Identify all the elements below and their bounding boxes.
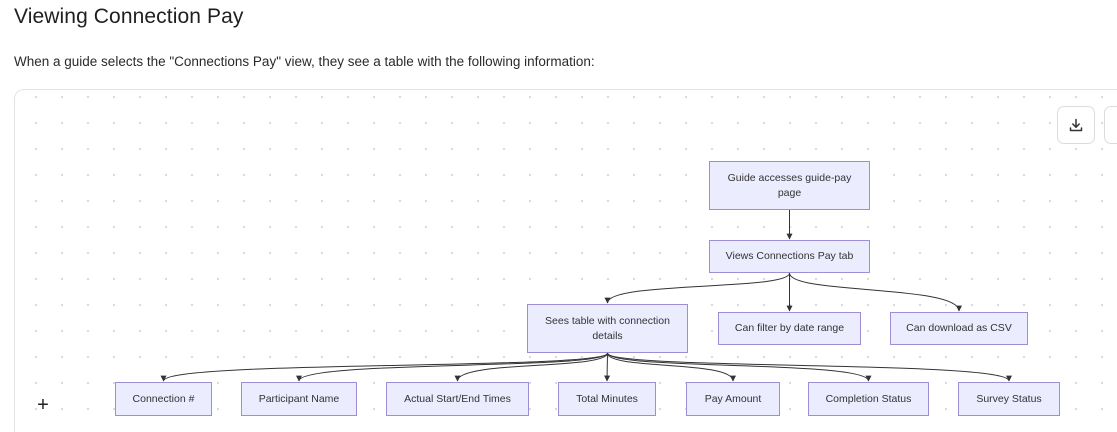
zoom-in-button[interactable]: + [37, 393, 49, 416]
node-participant-name[interactable]: Participant Name [241, 382, 357, 416]
download-button[interactable] [1057, 106, 1095, 144]
node-filter-by-date[interactable]: Can filter by date range [718, 312, 861, 345]
node-views-connections-pay-tab[interactable]: Views Connections Pay tab [709, 240, 870, 273]
node-download-csv[interactable]: Can download as CSV [890, 312, 1028, 345]
node-sees-table[interactable]: Sees table with connection details [527, 304, 688, 353]
page-title: Viewing Connection Pay [14, 5, 244, 28]
zoom-out-button[interactable]: − [28, 420, 58, 432]
node-total-minutes[interactable]: Total Minutes [558, 382, 656, 416]
download-icon [1068, 117, 1084, 133]
intro-text: When a guide selects the "Connections Pa… [14, 54, 595, 69]
node-pay-amount[interactable]: Pay Amount [686, 382, 780, 416]
node-actual-start-end-times[interactable]: Actual Start/End Times [386, 382, 529, 416]
diagram-canvas[interactable] [14, 89, 1117, 432]
secondary-toolbar-button[interactable] [1104, 106, 1117, 144]
node-survey-status[interactable]: Survey Status [958, 382, 1060, 416]
node-completion-status[interactable]: Completion Status [808, 382, 929, 416]
node-guide-accesses-page[interactable]: Guide accesses guide-pay page [709, 161, 870, 210]
node-connection-number[interactable]: Connection # [115, 382, 212, 416]
